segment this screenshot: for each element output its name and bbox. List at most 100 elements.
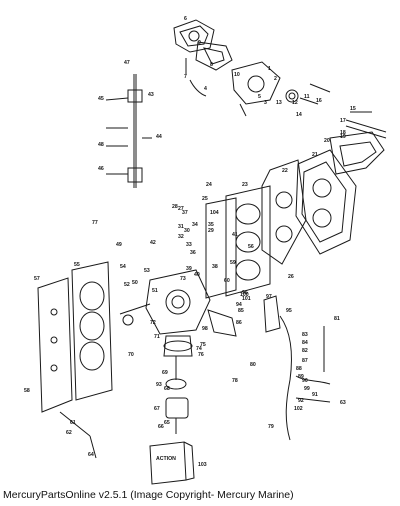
callout-87: 87	[302, 358, 308, 364]
callout-39: 39	[186, 266, 192, 272]
callout-93: 93	[156, 382, 162, 388]
callout-83: 83	[302, 332, 308, 338]
callout-84: 84	[302, 340, 308, 346]
callout-52: 52	[124, 282, 130, 288]
callout-60: 60	[224, 278, 230, 284]
callout-97: 97	[266, 294, 272, 300]
carburetor-body	[119, 269, 237, 434]
callout-53: 53	[144, 268, 150, 274]
callout-79: 79	[268, 424, 274, 430]
callout-40: 40	[194, 272, 200, 278]
callout-85: 85	[238, 308, 244, 314]
exploded-parts-diagram: ACTION 123456789101112131415161718192021…	[24, 16, 387, 485]
callout-14: 14	[296, 112, 302, 118]
callout-5: 5	[258, 94, 261, 100]
callout-61: 61	[70, 420, 76, 426]
callout-15: 15	[350, 106, 356, 112]
callout-102: 102	[294, 406, 303, 412]
callout-13: 13	[276, 100, 282, 106]
callout-38: 38	[212, 264, 218, 270]
callout-43: 43	[148, 92, 154, 98]
callout-25: 25	[202, 196, 208, 202]
callout-94: 94	[236, 302, 242, 308]
callout-46: 46	[98, 166, 104, 172]
callout-36: 36	[190, 250, 196, 256]
callout-23: 23	[242, 182, 248, 188]
fuel-pump-assembly	[173, 19, 331, 117]
callout-98: 98	[202, 326, 208, 332]
callout-21: 21	[312, 152, 318, 158]
callout-49: 49	[116, 242, 122, 248]
callout-72: 72	[150, 320, 156, 326]
callout-26: 26	[288, 274, 294, 280]
callout-55: 55	[74, 262, 80, 268]
callout-104: 104	[210, 210, 219, 216]
callout-58: 58	[24, 388, 30, 394]
callout-86: 86	[236, 320, 242, 326]
callout-3: 3	[264, 100, 267, 106]
callout-20: 20	[324, 138, 330, 144]
callout-67: 67	[154, 406, 160, 412]
carburetor-adaptor	[205, 185, 271, 299]
callout-59: 59	[230, 260, 236, 266]
callout-89: 89	[298, 374, 304, 380]
callout-99: 99	[304, 386, 310, 392]
callout-32: 32	[178, 234, 184, 240]
callout-76: 76	[198, 352, 204, 358]
callout-labels: 1234567891011121314151617181920212223242…	[24, 16, 356, 468]
callout-34: 34	[192, 222, 198, 228]
callout-68: 68	[164, 386, 170, 392]
callout-90: 90	[302, 378, 308, 384]
callout-48: 48	[98, 142, 104, 148]
callout-56: 56	[248, 244, 254, 250]
callout-64: 64	[88, 452, 94, 458]
callout-70: 70	[128, 352, 134, 358]
callout-12: 12	[292, 100, 298, 106]
callout-54: 54	[120, 264, 126, 270]
callout-62: 62	[66, 430, 72, 436]
callout-75: 75	[200, 342, 206, 348]
callout-65: 65	[164, 420, 170, 426]
callout-35: 35	[208, 222, 214, 228]
image-caption: MercuryPartsOnline v2.5.1 (Image Copyrig…	[3, 489, 294, 501]
callout-31: 31	[178, 224, 184, 230]
callout-41: 41	[232, 232, 238, 238]
callout-74: 74	[196, 346, 202, 352]
callout-78: 78	[232, 378, 238, 384]
callout-30: 30	[184, 228, 190, 234]
callout-29: 29	[208, 228, 214, 234]
callout-47: 47	[124, 60, 130, 66]
callout-19: 19	[340, 134, 346, 140]
callout-45: 45	[98, 96, 104, 102]
callout-101: 101	[242, 296, 251, 302]
callout-28: 28	[172, 204, 178, 210]
callout-96: 96	[242, 290, 248, 296]
callout-77: 77	[92, 220, 98, 226]
callout-10: 10	[234, 72, 240, 78]
callout-6: 6	[184, 16, 187, 22]
callout-27: 27	[178, 206, 184, 212]
callout-71: 71	[154, 334, 160, 340]
fuel-line-assembly	[263, 295, 331, 441]
callout-66: 66	[158, 424, 164, 430]
callout-11: 11	[304, 94, 310, 100]
callout-1: 1	[268, 66, 271, 72]
callout-8: 8	[210, 62, 213, 68]
cover-plate	[37, 261, 113, 459]
callout-24: 24	[206, 182, 212, 188]
callout-16: 16	[316, 98, 322, 104]
callout-22: 22	[282, 168, 288, 174]
callout-37: 37	[182, 210, 188, 216]
throttle-linkage	[105, 74, 152, 188]
callout-4: 4	[204, 86, 207, 92]
callout-42: 42	[150, 240, 156, 246]
box-label: ACTION	[156, 456, 176, 462]
callout-80: 80	[250, 362, 256, 368]
callout-7: 7	[184, 74, 187, 80]
callout-17: 17	[340, 118, 346, 124]
callout-18: 18	[340, 130, 346, 136]
callout-103: 103	[198, 462, 207, 468]
callout-63: 63	[340, 400, 346, 406]
decal-box: ACTION	[149, 441, 195, 485]
callout-33: 33	[186, 242, 192, 248]
